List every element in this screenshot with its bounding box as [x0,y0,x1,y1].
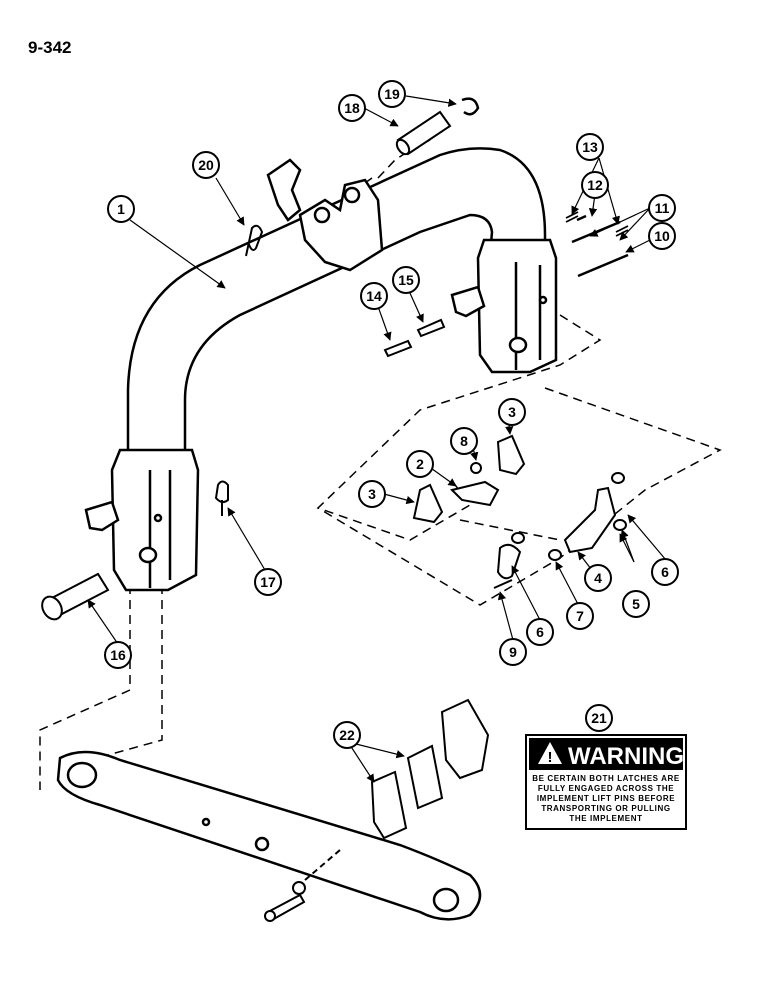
bushings [493,472,627,589]
callout-label: 17 [260,574,276,590]
warning-line: IMPLEMENT LIFT PINS BEFORE [537,794,675,803]
callout-label: 22 [339,727,355,743]
callout-20: 20 [192,151,220,179]
bolt-nut [264,849,341,922]
callout-label: 10 [654,228,670,244]
pins-10-12 [571,214,629,278]
callout-7: 7 [566,602,594,630]
callout-16: 16 [104,641,132,669]
callout-label: 12 [587,177,603,193]
callout-label: 3 [368,486,376,502]
callout-8: 8 [450,427,478,455]
callout-label: 4 [594,570,602,586]
warning-line: TRANSPORTING OR PULLING [541,804,670,813]
clip-19 [461,97,480,116]
callout-label: 11 [655,200,670,216]
callout-label: 6 [661,564,669,580]
hairpin-20 [245,224,264,257]
callout-18: 18 [338,94,366,122]
roll-pins [383,318,446,358]
callout-9: 9 [499,638,527,666]
callout-label: 8 [460,433,468,449]
warning-line: THE IMPLEMENT [569,814,642,823]
callout-22: 22 [333,721,361,749]
callout-label: 18 [344,100,360,116]
callout-label: 9 [509,644,517,660]
callout-21: 21 [585,704,613,732]
callout-19: 19 [378,80,406,108]
callout-1: 1 [107,195,135,223]
callout-6a: 6 [651,558,679,586]
plates-22 [370,698,490,840]
callout-2: 2 [406,450,434,478]
callout-3a: 3 [498,398,526,426]
svg-text:!: ! [548,749,553,766]
callout-label: 5 [632,596,640,612]
callout-13: 13 [576,133,604,161]
warning-line: BE CERTAIN BOTH LATCHES ARE [532,774,680,783]
callout-label: 16 [110,647,126,663]
callout-label: 14 [366,288,382,304]
callout-label: 7 [576,608,584,624]
callout-3b: 3 [358,480,386,508]
callout-17: 17 [254,568,282,596]
callout-6b: 6 [526,618,554,646]
page-code: 9-342 [28,38,72,57]
callout-4: 4 [584,564,612,592]
right-socket [450,238,558,374]
callout-label: 6 [536,624,544,640]
warning-line: FULLY ENGAGED ACROSS THE [538,784,674,793]
warning-title: WARNING [568,743,684,770]
latch-lever [563,486,617,554]
lift-arm [56,750,482,921]
center-bracket [266,158,384,272]
spring-pin-17 [214,480,229,516]
callout-12: 12 [581,171,609,199]
callout-label: 3 [508,404,516,420]
callout-label: 13 [582,139,598,155]
callout-15: 15 [392,266,420,294]
callout-label: 2 [416,456,424,472]
callout-label: 15 [398,272,414,288]
warning-triangle-icon [538,742,562,764]
left-socket [84,448,200,592]
callout-label: 21 [591,710,607,726]
callout-11: 11 [648,194,676,222]
callout-5: 5 [622,590,650,618]
callout-label: 20 [198,157,214,173]
pin-18 [395,110,452,156]
warning-decal: ! WARNING BE CERTAIN BOTH LATCHES ARE FU… [525,734,687,830]
callout-label: 1 [117,201,125,217]
clevis-pin-16 [41,572,110,621]
latch-plates [412,434,526,524]
callout-10: 10 [648,222,676,250]
callout-14: 14 [360,282,388,310]
callout-label: 19 [384,86,400,102]
